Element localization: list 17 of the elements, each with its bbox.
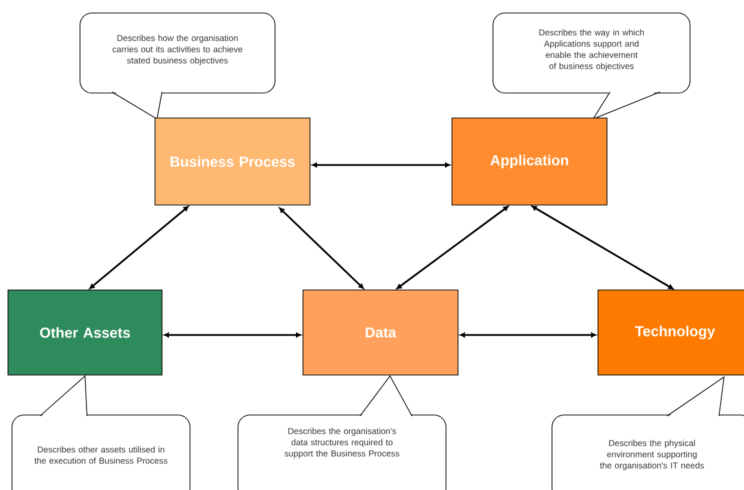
callout-bubble: Describes how the organisation carries out its activities to achieve stated business objectives [80, 12, 276, 120]
arrow [396, 206, 509, 290]
arrow [460, 332, 596, 338]
callout-bubble: Describes the physical environment supporting the organisation's IT needs [552, 376, 744, 490]
arrow [532, 206, 674, 290]
technology-box: Technology [598, 290, 744, 376]
arrow [89, 206, 189, 290]
data-box: Data [302, 290, 458, 376]
callout-bubble: Describes other assets utilised in the execution of Business Process [12, 375, 190, 490]
arrow [279, 208, 364, 289]
process-box: Business Process [154, 118, 310, 206]
arrow [312, 162, 450, 168]
callout-bubble: Describes the organisation's data structures required to support the Business Process [238, 375, 446, 490]
arrow [164, 332, 302, 338]
assets-box: Other Assets [8, 290, 162, 376]
callout-bubble: Describes the way in which Applications support and enable the achievement of business objectives [492, 12, 690, 120]
application-box: Application [452, 118, 608, 206]
